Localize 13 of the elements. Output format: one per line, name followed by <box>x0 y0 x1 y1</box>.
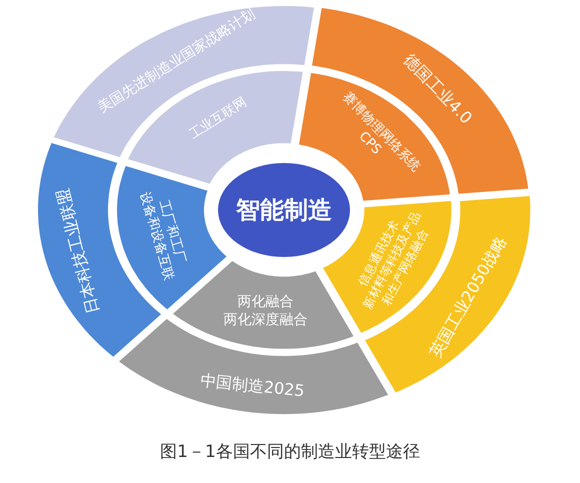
outer-ring-segment <box>54 6 314 157</box>
segment-label: 两化融合 <box>236 294 295 312</box>
segment-label: 德国工业4.0 <box>400 50 476 128</box>
outer-ring-segment <box>312 8 529 194</box>
segment-label: 日本科技工业联盟 <box>52 186 104 316</box>
segment-label: 工业互联网 <box>186 94 250 144</box>
center-ellipse <box>218 163 350 257</box>
inner-ring-segment <box>117 166 227 310</box>
center-label: 智能制造 <box>234 195 333 225</box>
caption: 图1－1各国不同的制造业转型途径 <box>160 442 420 462</box>
inner-ring-segment <box>173 260 354 349</box>
segment-label: 两化深度融合 <box>224 312 308 330</box>
segment-label: 中国制造2025 <box>199 370 306 402</box>
